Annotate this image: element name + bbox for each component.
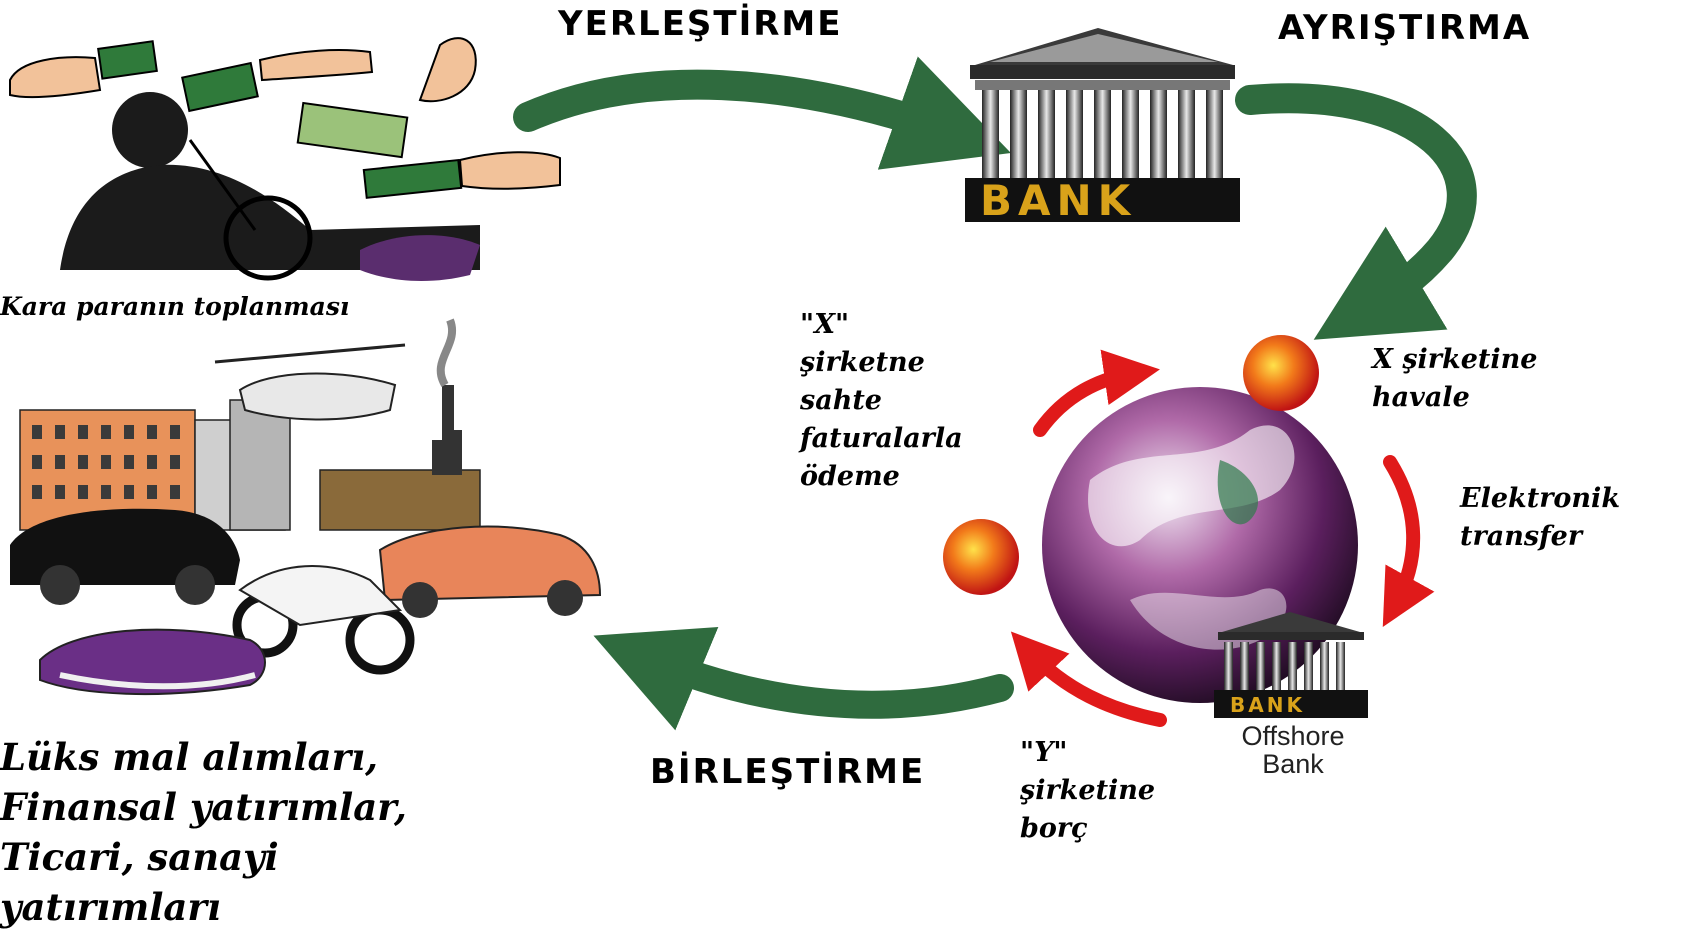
stage-label-layering: AYRIŞTIRMA bbox=[1278, 8, 1532, 48]
offshore-bank-name-line1: Offshore bbox=[1241, 721, 1345, 751]
cycle-arrow-right bbox=[1382, 455, 1435, 628]
note-line: şirketne bbox=[800, 347, 925, 378]
note-line: transfer bbox=[1460, 521, 1583, 552]
note-line: X şirketine bbox=[1372, 344, 1538, 375]
note-electronic-transfer: Elektronik transfer bbox=[1460, 480, 1620, 556]
placement-arrow bbox=[513, 56, 1011, 170]
caption-luxury-line: yatırımları bbox=[0, 885, 221, 929]
offshore-bank-name-line2: Bank bbox=[1262, 749, 1324, 779]
offshore-bank-sign-text: BANK bbox=[1230, 693, 1305, 717]
bank-building-icon bbox=[965, 28, 1240, 222]
offshore-bank-name: Offshore Bank bbox=[1220, 722, 1366, 778]
caption-luxury: Lüks mal alımları, Finansal yatırımlar, … bbox=[0, 732, 407, 932]
company-x-sphere-icon bbox=[1243, 335, 1319, 411]
company-y-sphere-icon bbox=[943, 519, 1019, 595]
cycle-arrow-top bbox=[1033, 349, 1160, 437]
luxury-assets-illustration bbox=[10, 318, 602, 696]
stage-label-integration: BİRLEŞTİRME bbox=[650, 752, 926, 792]
bank-sign-text: BANK bbox=[980, 176, 1137, 225]
layering-arrow bbox=[1235, 83, 1477, 340]
integration-arrow bbox=[593, 626, 1014, 731]
note-y-debt: "Y" şirketine borç bbox=[1020, 734, 1155, 848]
note-line: sahte bbox=[800, 385, 882, 416]
offshore-bank-icon bbox=[1214, 612, 1368, 718]
note-x-transfer: X şirketine havale bbox=[1372, 341, 1537, 417]
note-line: borç bbox=[1020, 813, 1088, 844]
cycle-arrow-bottom bbox=[1010, 631, 1167, 727]
caption-luxury-line: Ticari, sanayi bbox=[0, 835, 279, 879]
note-line: Elektronik bbox=[1460, 483, 1621, 514]
note-line: "Y" bbox=[1020, 737, 1068, 768]
note-x-invoices: "X" şirketne sahte faturalarla ödeme bbox=[800, 306, 963, 496]
stage-label-placement: YERLEŞTİRME bbox=[558, 4, 843, 44]
caption-collection: Kara paranın toplanması bbox=[0, 292, 350, 321]
caption-luxury-line: Finansal yatırımlar, bbox=[0, 785, 407, 829]
note-line: havale bbox=[1372, 382, 1470, 413]
note-line: ödeme bbox=[800, 461, 900, 492]
note-line: "X" bbox=[800, 309, 850, 340]
note-line: şirketine bbox=[1020, 775, 1156, 806]
note-line: faturalarla bbox=[800, 423, 963, 454]
caption-luxury-line: Lüks mal alımları, bbox=[0, 735, 379, 779]
money-exchange-illustration bbox=[9, 37, 561, 282]
